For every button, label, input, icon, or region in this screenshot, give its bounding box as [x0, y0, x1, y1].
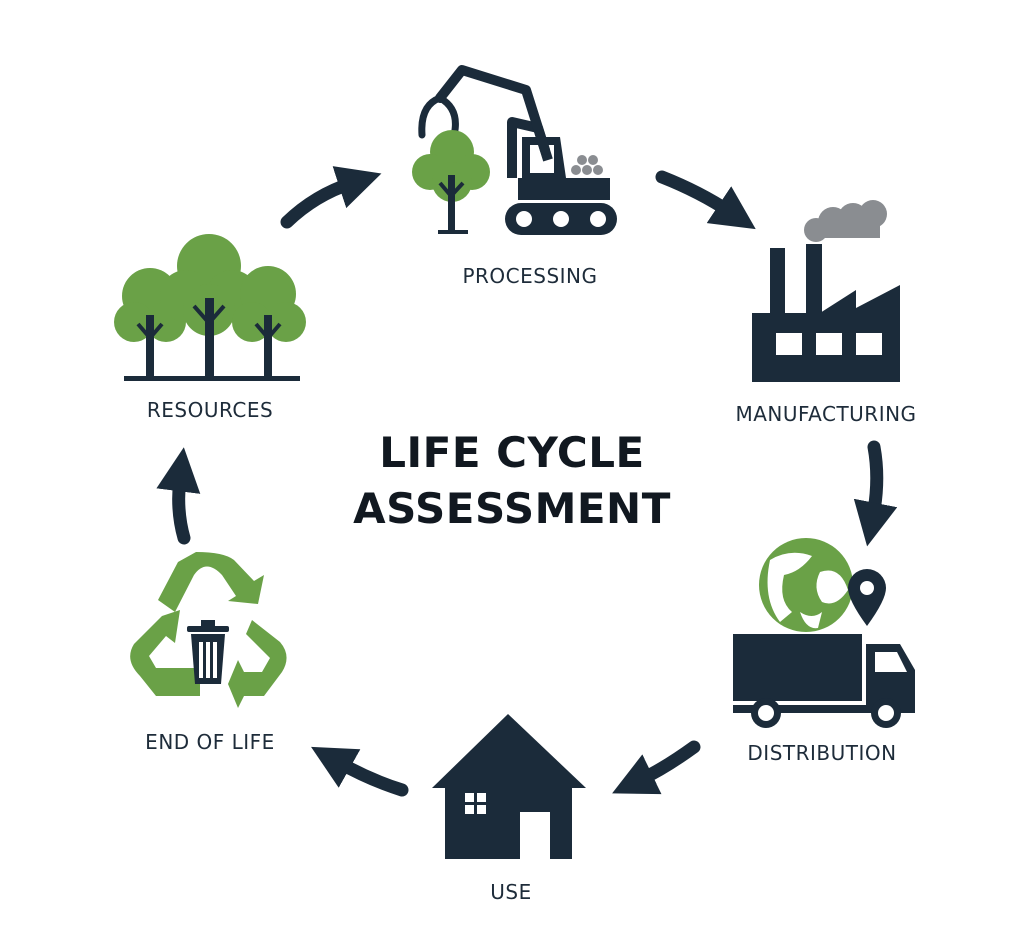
title-line-2: ASSESSMENT	[353, 484, 671, 533]
label-end-of-life: END OF LIFE	[145, 730, 275, 754]
arrow-manufacturing-to-distribution	[853, 440, 898, 547]
delivery-truck-with-globe-icon	[733, 538, 915, 728]
label-use: USE	[490, 880, 532, 904]
title-line-1: LIFE CYCLE	[379, 428, 645, 477]
arrow-distribution-to-use	[612, 740, 701, 795]
house-icon	[432, 714, 586, 859]
recycle-bin-icon	[130, 552, 287, 708]
label-distribution: DISTRIBUTION	[747, 741, 897, 765]
label-resources: RESOURCES	[146, 398, 274, 422]
label-manufacturing: MANUFACTURING	[735, 402, 917, 426]
cycle-arrows	[156, 166, 898, 797]
excavator-grabbing-tree-icon	[412, 65, 617, 235]
arrow-processing-to-manufacturing	[655, 170, 756, 230]
label-processing: PROCESSING	[462, 264, 598, 288]
arrow-end-of-life-to-resources	[156, 447, 201, 545]
trees-icon	[114, 234, 306, 381]
arrow-resources-to-processing	[280, 166, 382, 229]
factory-icon	[752, 200, 900, 382]
arrow-use-to-end-of-life	[311, 746, 409, 797]
